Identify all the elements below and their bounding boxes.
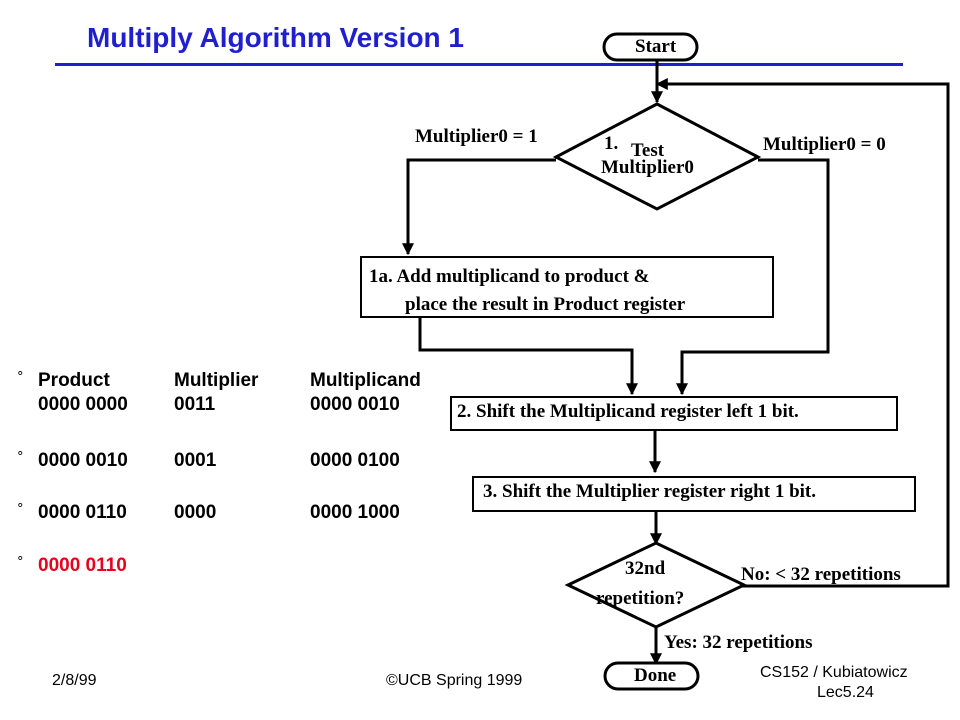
step-2-label: 2. Shift the Multiplicand register left … xyxy=(457,401,799,422)
step-3-label: 3. Shift the Multiplier register right 1… xyxy=(483,481,817,502)
done-label: Done xyxy=(634,665,677,686)
table-cell: 0000 xyxy=(174,502,217,523)
header-multiplicand: Multiplicand xyxy=(310,370,421,391)
test-subject: Multiplier0 xyxy=(601,157,694,178)
title-underline xyxy=(55,63,903,66)
table-cell: 0011 xyxy=(174,394,216,415)
bullet-marker: ° xyxy=(17,450,24,465)
table-cell: 0000 0110 xyxy=(38,502,127,523)
arrow-branch-zero xyxy=(676,158,830,396)
table-cell: 0001 xyxy=(174,450,217,471)
bullet-marker: ° xyxy=(17,370,24,385)
arrow-loop-back xyxy=(655,78,950,588)
header-multiplier: Multiplier xyxy=(174,370,259,391)
check-line1: 32nd xyxy=(625,558,666,579)
footer-copyright: ©UCB Spring 1999 xyxy=(386,672,523,689)
page-title: Multiply Algorithm Version 1 xyxy=(87,22,465,53)
step-3-box xyxy=(472,476,916,512)
table-cell: 0000 1000 xyxy=(310,502,400,523)
no-label: No: < 32 repetitions xyxy=(741,564,901,585)
branch-one-label: Multiplier0 = 1 xyxy=(415,126,538,147)
test-decision xyxy=(552,102,762,211)
footer-date: 2/8/99 xyxy=(52,672,97,689)
step-2-box xyxy=(450,396,898,431)
yes-label: Yes: 32 repetitions xyxy=(664,632,813,653)
done-terminator xyxy=(603,661,700,691)
step-1a-line2: place the result in Product register xyxy=(405,294,686,315)
start-terminator xyxy=(602,32,699,62)
step-1a-box xyxy=(360,256,774,318)
test-word: Test xyxy=(631,140,665,161)
start-label: Start xyxy=(635,36,677,57)
table-cell: 0000 0010 xyxy=(310,394,400,415)
bullet-marker: ° xyxy=(17,555,24,570)
branch-zero-label: Multiplier0 = 0 xyxy=(763,134,886,155)
table-cell: 0000 0000 xyxy=(38,394,128,415)
arrow-1a-to-step2 xyxy=(418,318,638,396)
table-cell: 0000 0010 xyxy=(38,450,128,471)
header-product: Product xyxy=(38,370,110,391)
bullet-marker: ° xyxy=(17,502,24,517)
test-number: 1. xyxy=(604,133,619,154)
arrow-branch-one xyxy=(402,158,556,256)
repetition-decision xyxy=(564,541,748,629)
table-cell: 0000 0100 xyxy=(310,450,400,471)
check-line2: repetition? xyxy=(596,588,685,609)
step-1a-line1: 1a. Add multiplicand to product & xyxy=(369,266,650,287)
footer-course: CS152 / Kubiatowicz xyxy=(760,664,908,681)
final-product: 0000 0110 xyxy=(38,555,127,576)
footer-lecture: Lec5.24 xyxy=(817,684,874,701)
